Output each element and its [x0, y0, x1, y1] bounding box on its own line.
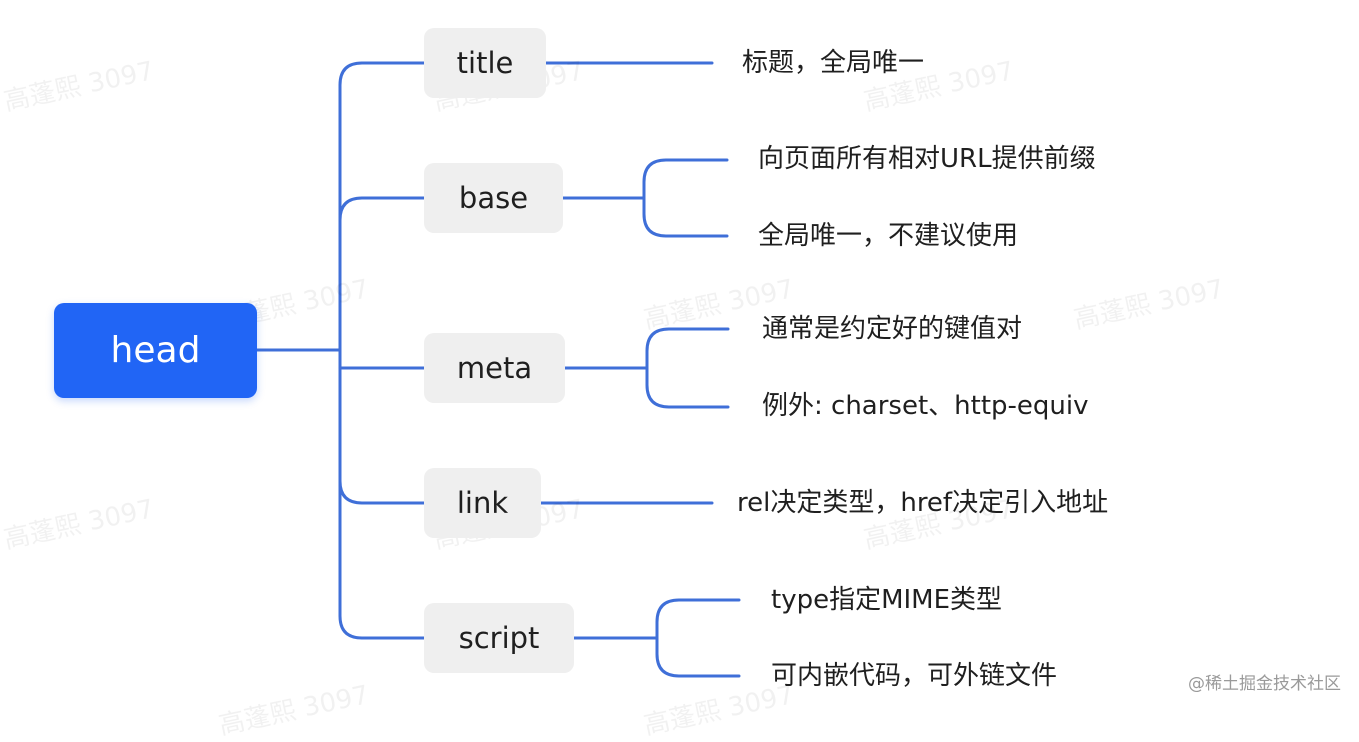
- connector-script-leaf-1: [655, 598, 741, 678]
- branch-node-label: link: [456, 486, 509, 520]
- branch-node-link[interactable]: link: [424, 468, 541, 538]
- leaf-base-1: 向页面所有相对URL提供前缀: [758, 144, 1096, 174]
- branch-node-label: script: [458, 621, 540, 655]
- credit-label: @稀土掘金技术社区: [1188, 674, 1341, 694]
- branch-node-label: title: [456, 46, 514, 80]
- connector-spine: [338, 61, 364, 640]
- leaf-script-2: 可内嵌代码，可外链文件: [771, 661, 1058, 691]
- leaf-title-1: 标题，全局唯一: [742, 48, 925, 78]
- leaf-base-2: 全局唯一，不建议使用: [758, 221, 1019, 251]
- connector-layer: [255, 61, 741, 678]
- connector-base-leaf-1: [642, 158, 729, 238]
- connector-to-base: [338, 196, 426, 222]
- leaf-link-1: rel决定类型，href决定引入地址: [737, 488, 1109, 518]
- branch-node-label: meta: [456, 351, 533, 385]
- leaf-script-1: type指定MIME类型: [771, 585, 1003, 615]
- root-node-head[interactable]: head: [54, 303, 257, 398]
- leaf-meta-1: 通常是约定好的键值对: [762, 314, 1023, 344]
- branch-node-label: base: [458, 181, 529, 215]
- leaf-meta-2: 例外: charset、http-equiv: [762, 391, 1089, 421]
- branch-node-script[interactable]: script: [424, 603, 574, 673]
- connector-to-link: [338, 479, 426, 505]
- mind-map-canvas: 高蓬熙 3097 高蓬熙 3097 高蓬熙 3097 高蓬熙 3097 高蓬熙 …: [1, 28, 1341, 741]
- branch-node-meta[interactable]: meta: [424, 333, 565, 403]
- root-node-label: head: [110, 330, 201, 371]
- branch-node-base[interactable]: base: [424, 163, 563, 233]
- branch-node-title[interactable]: title: [424, 28, 546, 98]
- connector-meta-leaf-1: [645, 327, 730, 409]
